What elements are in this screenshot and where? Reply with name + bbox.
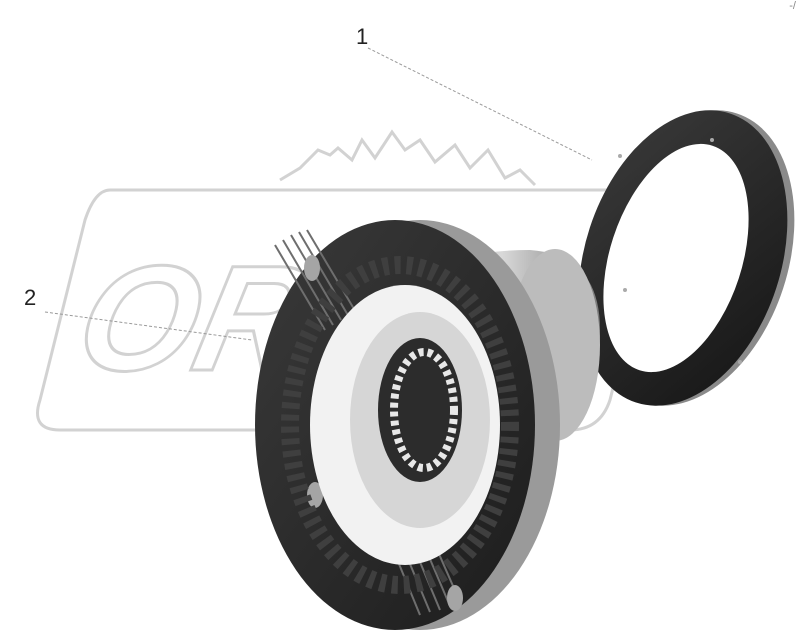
flange-bolt-hole xyxy=(304,255,320,281)
washer-hole xyxy=(623,288,627,292)
flange-bolt-hole xyxy=(307,482,323,508)
watermark-gear-outline xyxy=(279,129,537,187)
flange-bolt-hole xyxy=(447,585,463,611)
leader-line-1 xyxy=(367,47,593,161)
part-1-washer-ring xyxy=(578,110,795,406)
corner-mark: -/ xyxy=(789,0,796,12)
internal-gear-teeth xyxy=(281,256,519,594)
spline-bore-inner xyxy=(390,348,458,472)
callout-label-1: 1 xyxy=(356,24,369,49)
washer-hole xyxy=(738,360,742,364)
washer-hole xyxy=(618,154,622,158)
washer-hole xyxy=(710,138,714,142)
part-2-flange-hub xyxy=(255,220,600,630)
spline-bore xyxy=(378,338,462,482)
callout-label-2: 2 xyxy=(24,285,37,310)
